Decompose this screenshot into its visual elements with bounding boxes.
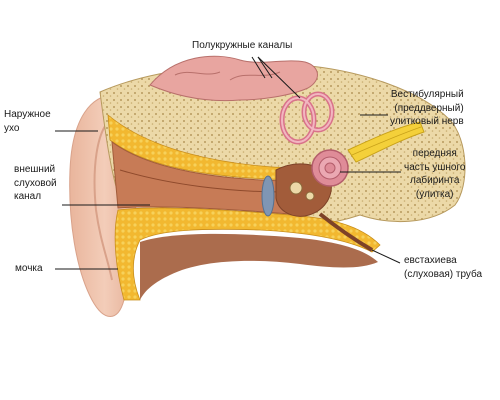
leader-lines: [55, 56, 401, 270]
lobe-label: мочка: [15, 263, 43, 274]
semicircular-canals-label: Полукружные каналы: [192, 40, 293, 51]
auricle-inner-fold: [93, 117, 113, 281]
tympanic-membrane: [261, 175, 275, 217]
eustachian-tube-label: евстахиева (слуховая) труба: [404, 255, 483, 280]
ear-canal-label: внешний слуховой канал: [14, 164, 57, 202]
lower-tissue: [140, 233, 378, 300]
eustachian-tube: [318, 212, 374, 252]
outer-ear-label: Наружное ухо: [4, 109, 51, 134]
cochlea-label: передняя часть ушного лабиринта (улитка): [404, 148, 466, 200]
vestibulocochlear-nerve: [347, 121, 425, 163]
nerve-label: Вестибулярный (преддверный) улитковый не…: [390, 89, 464, 127]
cochlea: [311, 149, 349, 187]
